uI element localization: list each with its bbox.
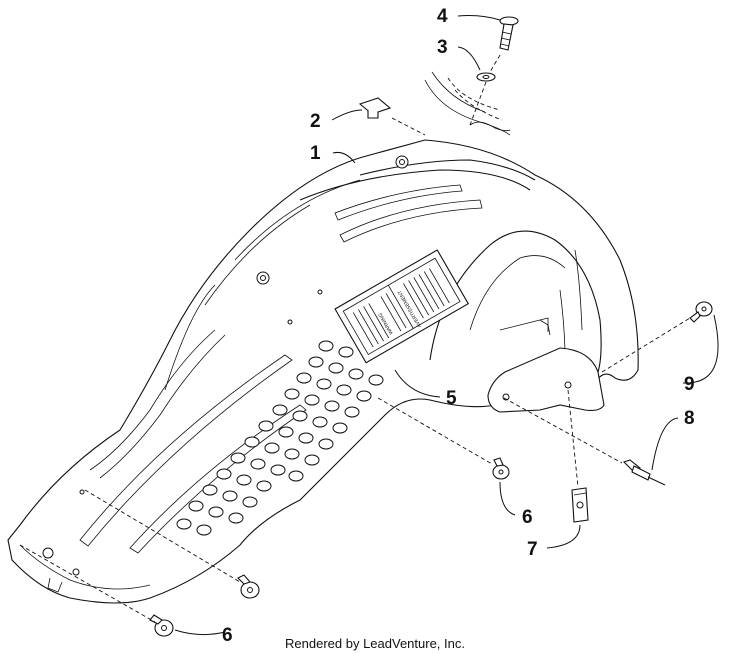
screw-nine <box>689 301 713 323</box>
footer-credit: Rendered by LeadVenture, Inc. <box>285 636 465 651</box>
callout-1: 1 <box>310 143 321 164</box>
vent-grille <box>176 340 384 536</box>
leader-lines <box>174 15 719 636</box>
clip-nut <box>571 487 589 523</box>
callout-8: 8 <box>684 408 695 429</box>
callout-2: 2 <box>310 111 321 132</box>
screw-lower-left <box>149 614 174 637</box>
warning-label: WARNING AVERTISSEMENT <box>334 249 470 364</box>
bolt <box>499 16 519 51</box>
callout-7: 7 <box>527 539 538 560</box>
callout-6-right: 6 <box>522 507 533 528</box>
callout-6-lower: 6 <box>222 625 233 646</box>
rivet <box>622 459 666 486</box>
callout-9: 9 <box>684 374 695 395</box>
screw-right <box>492 457 510 480</box>
callout-4: 4 <box>437 6 448 27</box>
upper-frame-detail <box>424 71 511 136</box>
callouts: 1 2 3 4 5 6 6 7 8 9 <box>222 6 695 646</box>
rear-mount-bracket <box>487 317 605 413</box>
screw-lower-center <box>237 574 260 599</box>
assembly-lines <box>19 54 691 623</box>
push-nut <box>358 97 392 119</box>
callout-5: 5 <box>446 388 457 409</box>
callout-3: 3 <box>437 37 448 58</box>
